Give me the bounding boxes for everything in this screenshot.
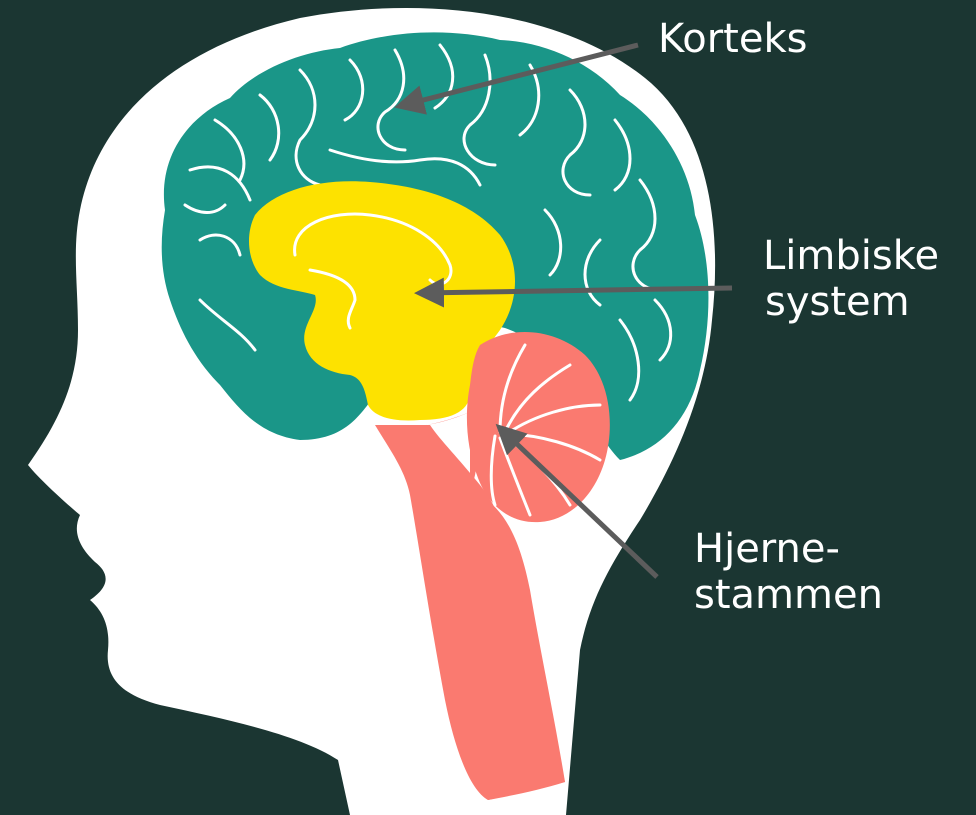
label-limbic-line-1: Limbiske [763,233,939,279]
label-limbic-system: Limbiske system [763,233,939,325]
label-brainstem: Hjerne- stammen [694,526,883,618]
label-cortex-text: Korteks [658,16,807,62]
label-brainstem-line-1: Hjerne- [694,526,883,572]
label-cortex: Korteks [658,16,807,62]
label-limbic-line-2: system [763,279,939,325]
cerebellum-region [467,332,610,522]
label-brainstem-line-2: stammen [694,572,883,618]
